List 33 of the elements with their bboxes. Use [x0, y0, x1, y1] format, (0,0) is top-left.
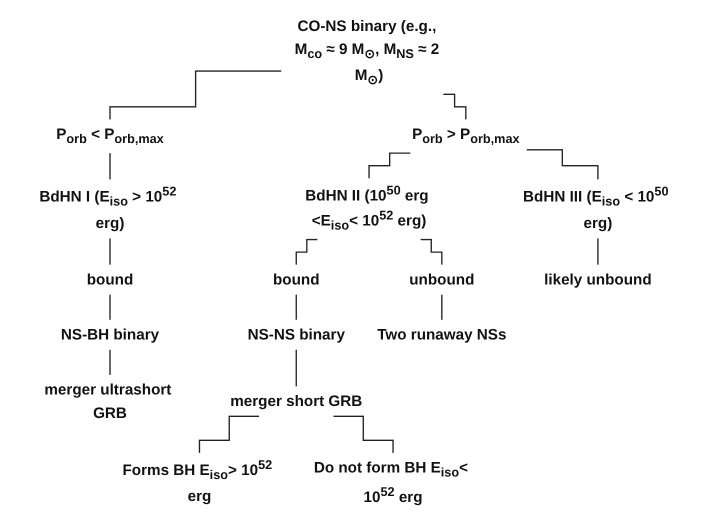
connector [441, 294, 443, 320]
node-text: Forms BH E$_{iso}$> 10$^{52}$ erg [122, 458, 272, 506]
connector [296, 238, 318, 266]
node-text: NS-NS binary [248, 326, 345, 344]
node-text: P$_{orb}$ < P$_{orb,max}$ [56, 126, 164, 147]
node-text: P$_{orb}$ > P$_{orb,max}$ [412, 126, 520, 147]
connector [109, 70, 282, 120]
node-text: merger ultrashort GRB [44, 381, 172, 422]
node-text: Two runaway NSs [377, 326, 506, 344]
node-text: BdHN I (E$_{iso}$ > 10$^{52}$ erg) [39, 184, 176, 232]
node-text: BdHN II (10$^{50}$ erg <E$_{iso}$< 10$^{52}$ erg) [305, 184, 429, 234]
connector [443, 94, 467, 120]
node-text: CO-NS binary (e.g., M$_{co}$ ≈ 9 M$_{⊙}$, M$_{NS}$ ≈ 2 M$_{⊙}$) [294, 17, 440, 88]
connector [296, 349, 297, 387]
connector [420, 238, 443, 266]
node-text: BdHN III (E$_{iso}$ < 10$^{50}$ erg) [523, 184, 669, 232]
connector [198, 416, 260, 454]
connector [109, 349, 111, 376]
connector [296, 294, 297, 320]
connector [526, 149, 599, 180]
connector [109, 294, 111, 320]
node-text: merger short GRB [230, 392, 362, 410]
node-text: unbound [409, 270, 474, 288]
node-text: Do not form BH E$_{iso}$< 10$^{52}$ erg [314, 459, 468, 506]
node-text: bound [86, 270, 134, 288]
connector [109, 152, 111, 180]
node-text: NS-BH binary [60, 326, 160, 344]
connector [597, 238, 599, 266]
connector [368, 152, 410, 179]
node-text: likely unbound [544, 270, 652, 288]
connector [109, 238, 111, 266]
connector [334, 416, 394, 454]
node-text: bound [273, 270, 320, 288]
